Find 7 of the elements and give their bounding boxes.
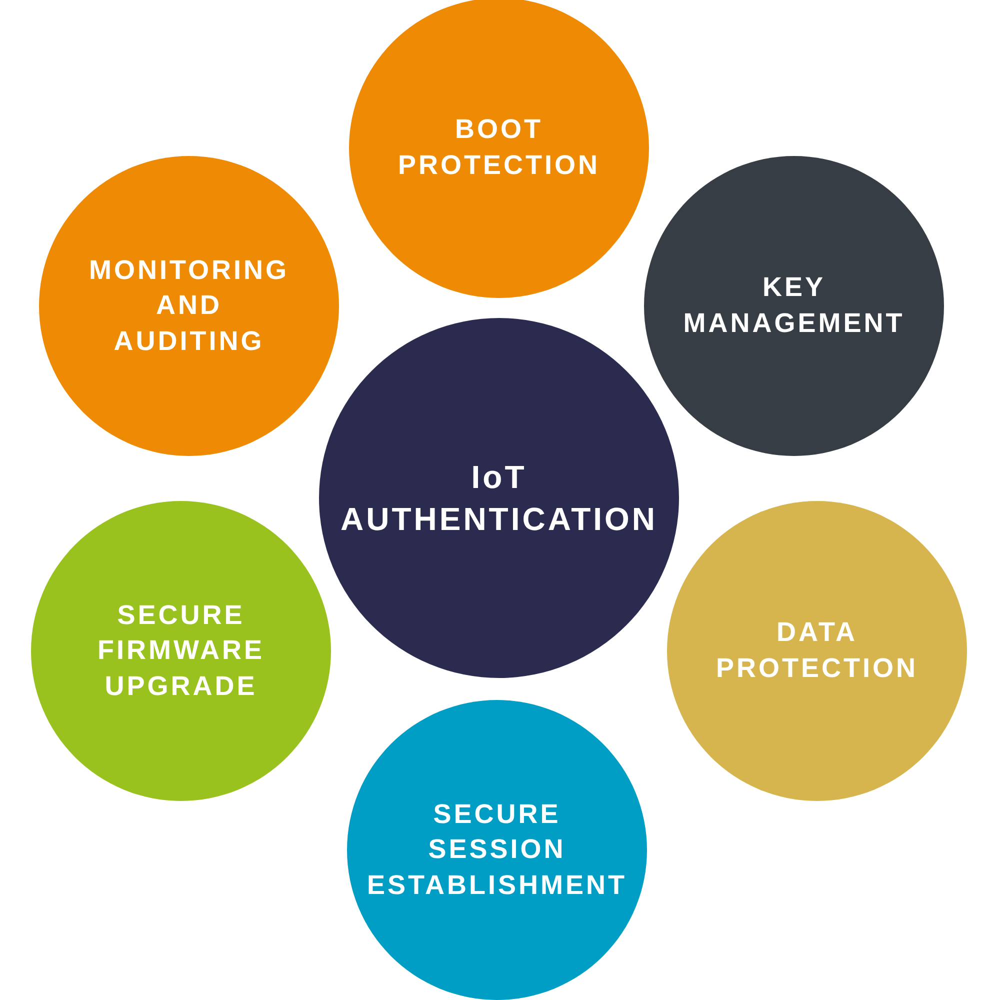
circle-label: SECURE FIRMWARE UPGRADE	[98, 598, 264, 703]
circle-label: BOOT PROTECTION	[398, 113, 600, 182]
circle-label: KEY MANAGEMENT	[683, 271, 905, 340]
hub-label: IoT AUTHENTICATION	[340, 458, 658, 539]
circle-label: MONITORING AND AUDITING	[89, 254, 289, 358]
circle-label: SECURE SESSION ESTABLISHMENT	[367, 798, 627, 902]
circle-label: DATA PROTECTION	[716, 616, 918, 685]
